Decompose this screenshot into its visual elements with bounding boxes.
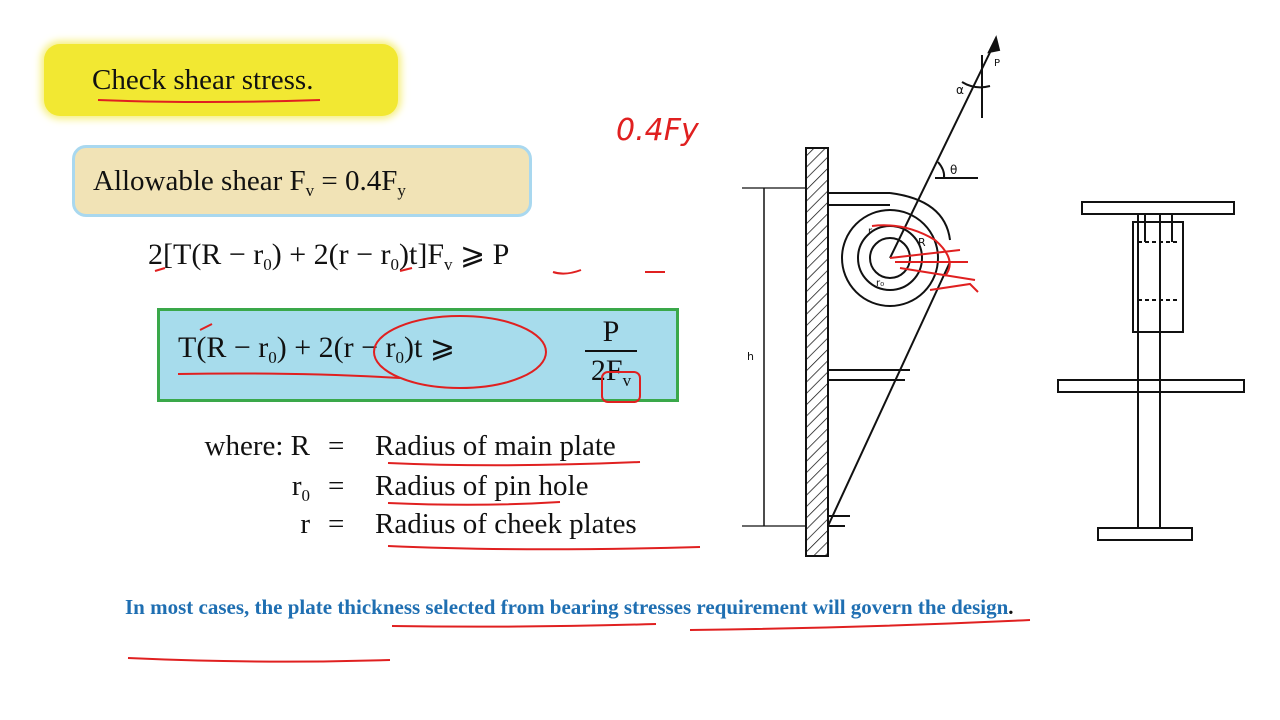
def-underline-1	[387, 461, 641, 467]
def-equals: =	[328, 430, 345, 462]
definition-row: where: R = Radius of main plate	[160, 430, 720, 466]
handwritten-note: 0.4Fy	[616, 113, 700, 148]
cheek-plate-section	[1132, 221, 1184, 333]
pin-hole-circle	[869, 237, 911, 279]
def-lhs: r0	[160, 470, 311, 505]
fv-box-mark	[601, 371, 641, 403]
note-underline-1	[391, 623, 657, 628]
title-box: Check shear stress.	[44, 44, 398, 116]
eq2-underline	[177, 372, 401, 379]
lug-elevation-labels: P α θ h R r r₀	[747, 58, 1000, 363]
note-underline-3	[127, 657, 391, 663]
eq1-part-c: )t]F	[399, 238, 445, 271]
red-markup-arc	[871, 224, 951, 277]
design-note-text: In most cases, the plate thickness selec…	[125, 595, 1009, 619]
fraction-bar	[585, 350, 637, 352]
title-underline	[97, 99, 321, 103]
allowable-sub-y: y	[397, 181, 406, 200]
def-lhs-sub: 0	[301, 486, 311, 505]
lug-top-curve	[889, 192, 951, 241]
eq1-mark-2b	[399, 267, 413, 272]
design-note: In most cases, the plate thickness selec…	[125, 592, 1065, 623]
def-lhs-main: r	[291, 470, 302, 502]
label-load: P	[994, 58, 1000, 69]
eq2-circle	[373, 315, 547, 389]
def-rhs: Radius of main plate	[375, 430, 616, 462]
lug-section-drawing	[1057, 201, 1245, 541]
lug-red-markup	[871, 224, 979, 293]
red-annotations	[97, 99, 1031, 663]
allowable-label: Allowable shear F	[93, 165, 306, 197]
allowable-mid: = 0.4F	[314, 165, 398, 197]
eq1-sub-0b: 0	[390, 255, 400, 274]
def-equals: =	[328, 508, 345, 540]
eq1-part-a: 2[T(R − r	[148, 238, 264, 271]
def-lhs: where: R	[204, 430, 311, 462]
label-height: h	[747, 350, 754, 363]
fraction-den-sub: v	[622, 371, 632, 390]
equation-2-box	[157, 308, 679, 402]
eq2-part-c: )t ⩾	[404, 331, 456, 364]
fraction-numerator: P	[602, 315, 620, 348]
def-rhs: Radius of cheek plates	[375, 508, 637, 540]
alpha-arc	[961, 81, 991, 89]
lug-elevation-drawing	[742, 35, 1001, 557]
equation-1: 2[T(R − r0) + 2(r − r0)t]Fv ⩾ P	[148, 237, 510, 274]
eq2-part-a: T(R − r	[178, 331, 269, 364]
eq1-sub-0a: 0	[263, 255, 272, 274]
allowable-sub-v: v	[305, 181, 315, 200]
label-r: r	[868, 226, 873, 237]
definition-row: r = Radius of cheek plates	[160, 508, 720, 544]
design-note-period: .	[1008, 595, 1014, 619]
allowable-shear-box: Allowable shear Fv = 0.4Fy	[72, 145, 532, 217]
label-radius: R	[918, 236, 926, 249]
fraction-denominator: 2Fv	[585, 354, 637, 392]
red-markup-tail	[929, 282, 979, 293]
fraction-den-main: 2F	[590, 354, 623, 387]
bottom-flange	[1097, 527, 1193, 541]
eq1-part-b: ) + 2(r − r	[271, 238, 391, 271]
def-underline-3	[387, 545, 701, 551]
eq1-part-d: ⩾ P	[452, 238, 510, 271]
label-theta: θ	[950, 163, 957, 177]
def-rhs: Radius of pin hole	[375, 470, 589, 502]
def-lhs: r	[300, 508, 310, 540]
equation-2: T(R − r0) + 2(r − r0)t ⩾	[178, 330, 456, 367]
red-markup-lines	[889, 249, 976, 281]
label-alpha: α	[956, 83, 964, 97]
load-arrow-icon	[987, 35, 1001, 54]
slide-title: Check shear stress.	[92, 64, 314, 96]
def-equals: =	[328, 470, 345, 502]
eq1-mark-fv	[552, 269, 582, 275]
label-r0: r₀	[876, 278, 884, 289]
lug-sloped-edge	[827, 261, 951, 527]
column-flange-hatch	[805, 147, 829, 557]
def-underline-2	[387, 501, 561, 506]
theta-arc	[937, 161, 946, 179]
load-line	[889, 39, 997, 259]
equation-2-fraction: P 2Fv	[585, 316, 637, 392]
eq1-mark-2	[154, 267, 166, 272]
middle-flange	[1057, 379, 1245, 393]
eq2-sub-0b: 0	[395, 348, 405, 367]
eq2-mark-t	[199, 323, 213, 331]
main-plate-circle	[841, 209, 939, 307]
note-underline-2	[689, 619, 1031, 631]
eq1-sub-v: v	[444, 255, 453, 274]
eq2-sub-0a: 0	[268, 348, 277, 367]
top-flange	[1081, 201, 1235, 215]
definition-row: r0 = Radius of pin hole	[160, 470, 720, 506]
